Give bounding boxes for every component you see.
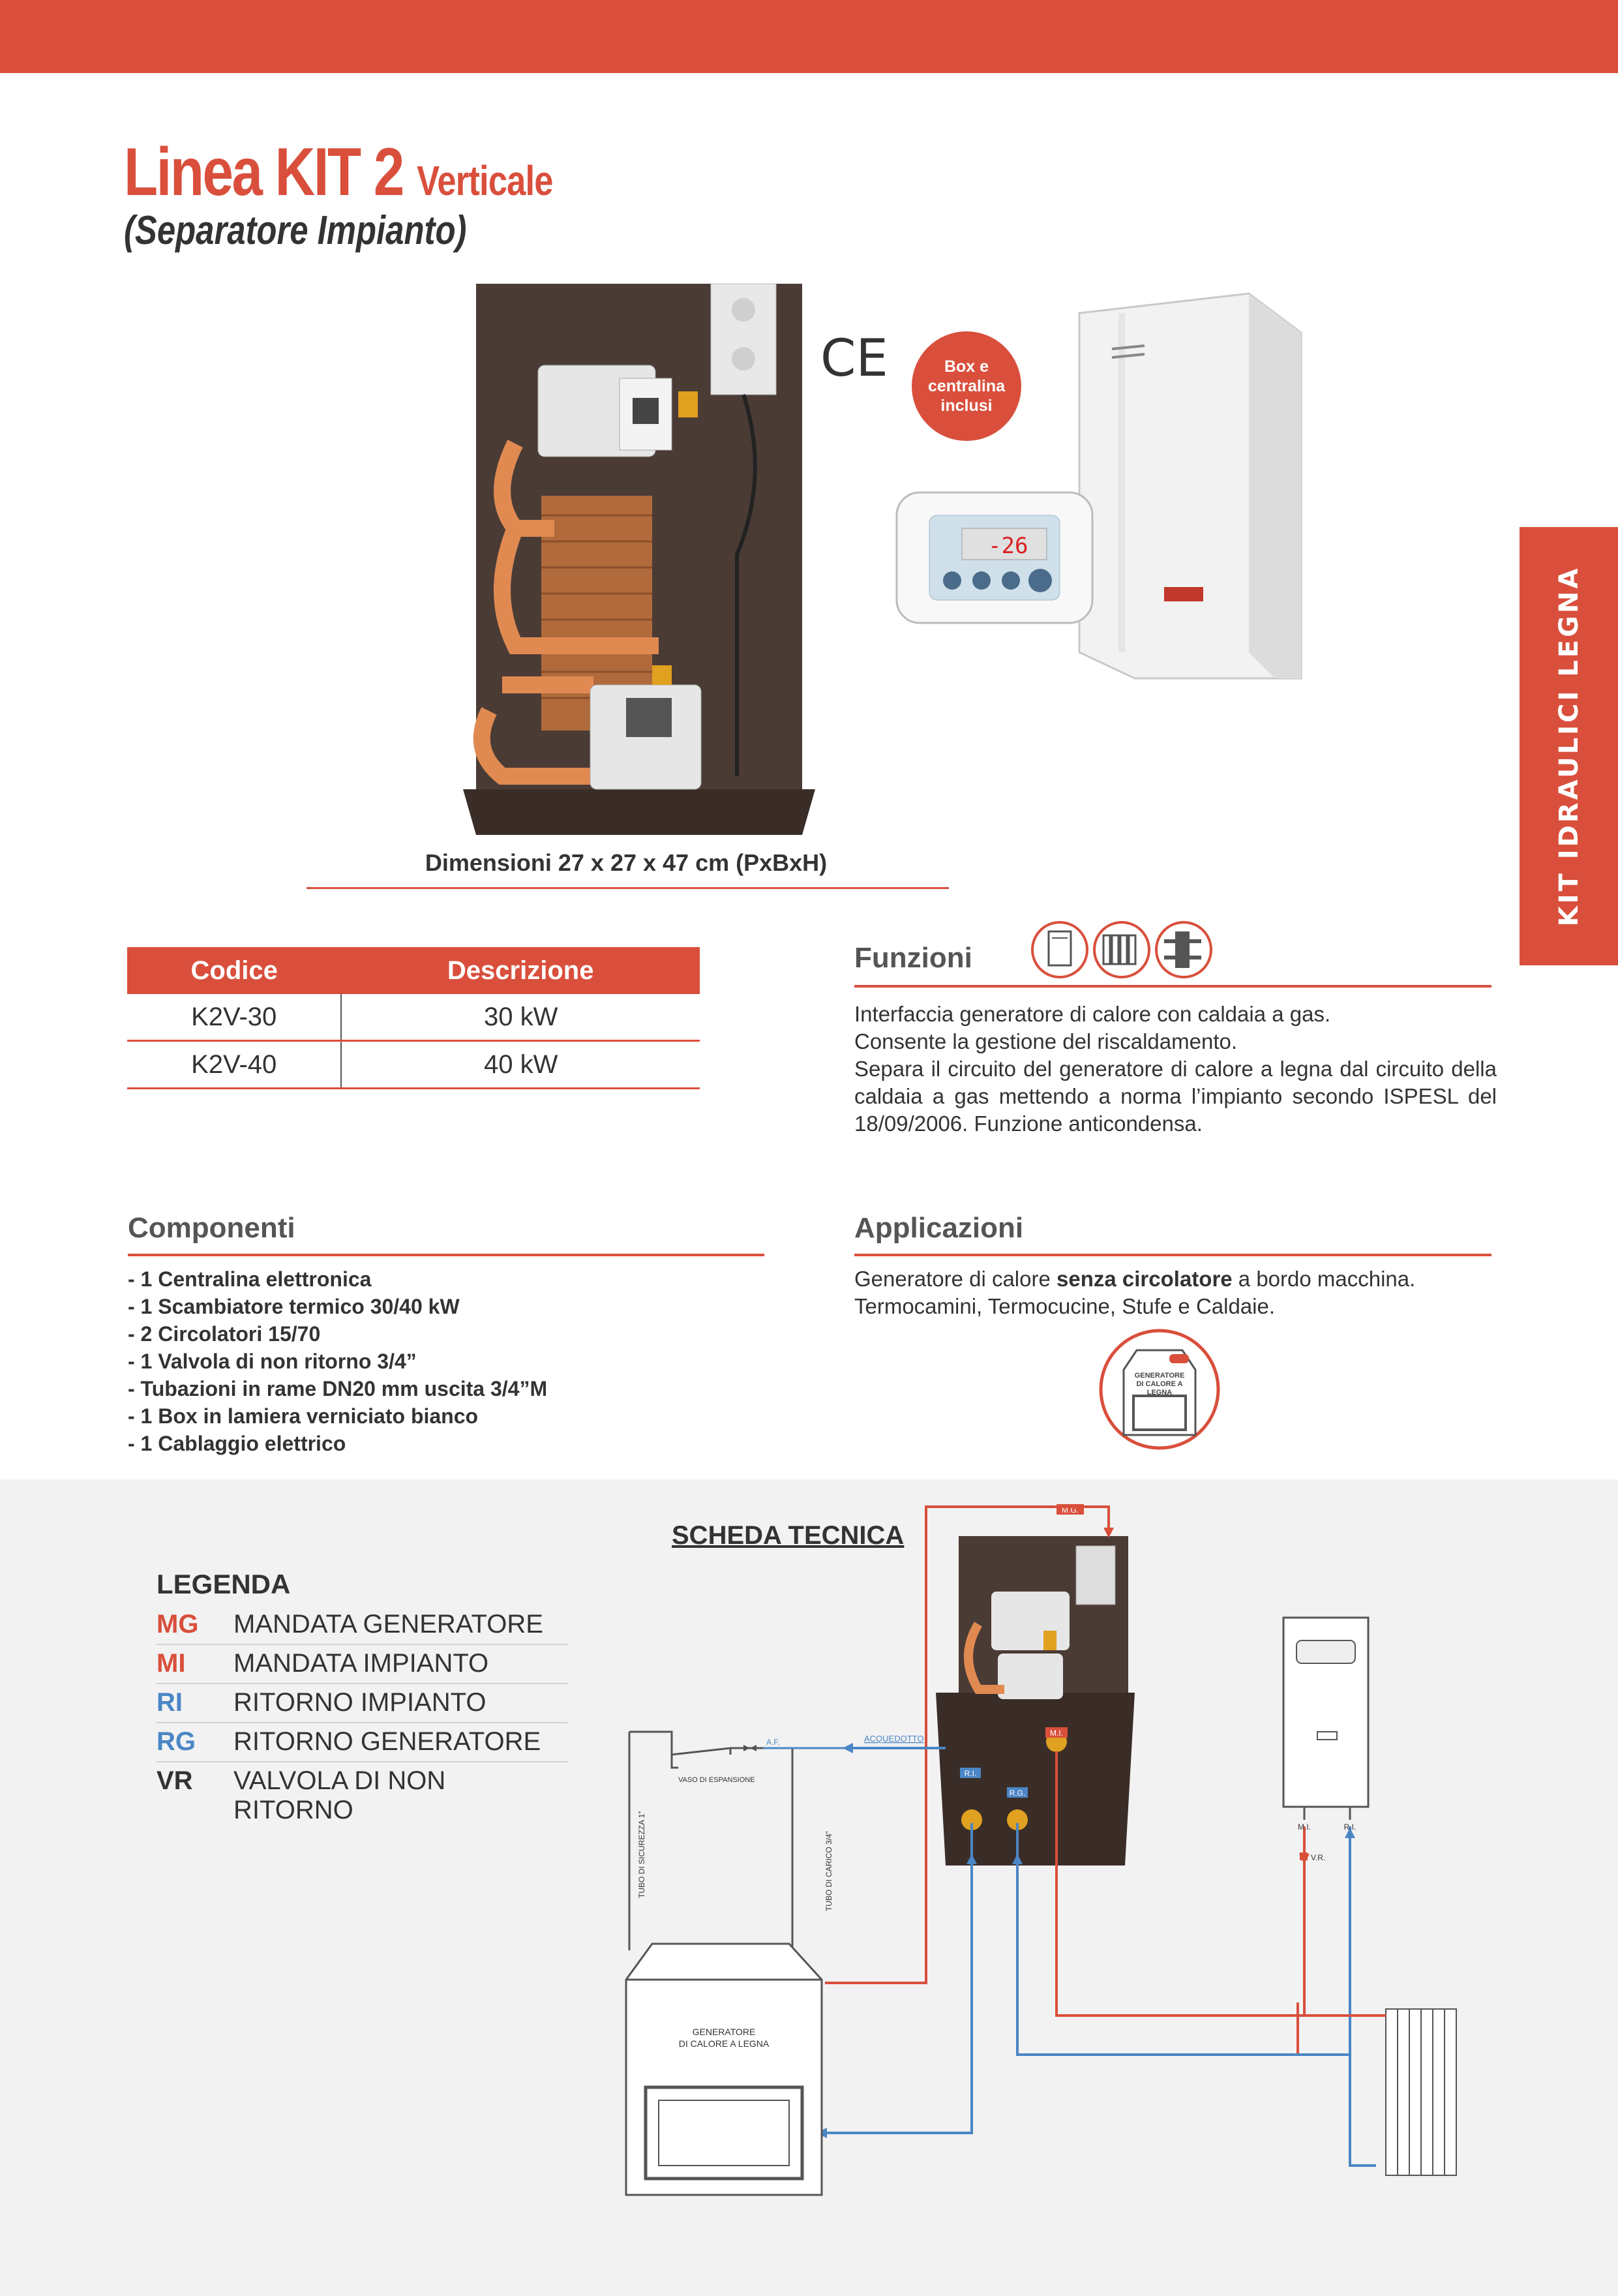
funzioni-line: Interfaccia generatore di calore con cal…	[854, 1002, 1331, 1026]
label-carico: TUBO DI CARICO 3/4”	[824, 1831, 833, 1911]
gas-boiler: M.I. R.I. V.R.	[1282, 1616, 1370, 1862]
applicazioni-heading: Applicazioni	[854, 1212, 1024, 1244]
table-cell-code: K2V-30	[127, 994, 342, 1042]
legend-desc: RITORNO IMPIANTO	[233, 1688, 487, 1717]
list-item: - 2 Circolatori 15/70	[128, 1322, 321, 1346]
funzioni-text: Interfaccia generatore di calore con cal…	[854, 1001, 1497, 1138]
radiator	[1343, 2008, 1457, 2176]
wood-generator: GENERATORE DI CALORE A LEGNA	[625, 1942, 823, 2196]
boiler-icon	[1031, 921, 1088, 978]
dimensions-text: Dimensioni 27 x 27 x 47 cm (PxBxH)	[425, 849, 828, 876]
included-badge: Box e centralina inclusi	[912, 331, 1021, 441]
applicazioni-bold: senza circolatore	[1056, 1267, 1233, 1291]
label-ri: R.I.	[965, 1769, 977, 1778]
kit-box	[936, 1536, 1135, 1865]
side-tab: KIT IDRAULICI LEGNA	[1520, 527, 1618, 965]
side-tab-label: KIT IDRAULICI LEGNA	[1553, 566, 1584, 927]
title-variant: Verticale	[417, 157, 553, 204]
list-item: - 1 Cablaggio elettrico	[128, 1432, 346, 1455]
label-vr: V.R.	[1311, 1853, 1325, 1862]
table-cell-code: K2V-40	[127, 1040, 342, 1089]
legend-row: MG MANDATA GENERATORE	[157, 1605, 567, 1645]
componenti-list: - 1 Centralina elettronica - 1 Scambiato…	[128, 1265, 767, 1457]
page-title: Linea KIT 2 Verticale	[124, 134, 553, 211]
separator-icon	[1155, 921, 1212, 978]
table-row: K2V-40 40 kW	[127, 1040, 700, 1089]
top-banner	[0, 0, 1618, 73]
legend-desc: RITORNO GENERATORE	[233, 1727, 541, 1756]
legend-code: MG	[157, 1610, 199, 1639]
legend-title: LEGENDA	[157, 1569, 291, 1599]
componenti-heading: Componenti	[128, 1212, 295, 1244]
legend-desc: MANDATA IMPIANTO	[233, 1649, 489, 1678]
legend-desc: MANDATA GENERATORE	[233, 1610, 543, 1639]
scheda-tecnica-title: SCHEDA TECNICA	[672, 1521, 905, 1550]
table-cell-description: 30 kW	[341, 994, 700, 1042]
applicazioni-rule	[854, 1254, 1491, 1256]
table-header-row: Codice Descrizione	[127, 947, 700, 994]
page-subtitle: (Separatore Impianto)	[124, 208, 467, 253]
badge-line: centralina	[927, 377, 1006, 395]
applicazioni-text: Generatore di calore senza circolatore a…	[854, 1265, 1497, 1320]
legend-row: RI RITORNO IMPIANTO	[157, 1683, 567, 1723]
dimensions-rule	[307, 887, 949, 889]
badge-line: Box e	[944, 357, 989, 376]
label-ri-boiler: R.I.	[1344, 1822, 1356, 1832]
componenti-rule	[128, 1254, 764, 1256]
product-kit-image	[463, 283, 815, 835]
wood-generator-icon: GENERATORE DI CALORE A LEGNA	[1098, 1324, 1221, 1455]
legend-row: VR VALVOLA DI NON RITORNO	[157, 1761, 567, 1824]
applicazioni-line: Generatore di calore senza circolatore a…	[854, 1265, 1497, 1293]
list-item: - 1 Box in lamiera verniciato bianco	[128, 1404, 479, 1428]
legend-code: MI	[157, 1649, 186, 1678]
hydraulic-schematic: M.G. M.I. R.I. R.G. A.F. ACQUEDOTTO VASO…	[625, 1504, 1457, 2196]
generator-label: GENERATORE	[693, 2027, 756, 2037]
ce-mark: CE	[820, 329, 888, 388]
code-table: Codice Descrizione K2V-30 30 kW K2V-40 4…	[127, 947, 700, 1089]
badge-line: inclusi	[940, 397, 993, 415]
label-mi-boiler: M.I.	[1298, 1822, 1311, 1832]
funzioni-line: Separa il circuito del generatore di cal…	[854, 1057, 1497, 1136]
table-row: K2V-30 30 kW	[127, 994, 700, 1042]
label-vaso: VASO DI ESPANSIONE	[678, 1776, 755, 1784]
function-icons	[1031, 921, 1212, 978]
icon-label: DI CALORE A LEGNA	[1136, 1380, 1183, 1397]
funzioni-line: Consente la gestione del riscaldamento.	[854, 1029, 1238, 1053]
applicazioni-line1-pre: Generatore di calore	[854, 1267, 1057, 1291]
legend-code: VR	[157, 1766, 193, 1795]
box-controller-image: -26	[895, 292, 1302, 680]
funzioni-rule	[854, 985, 1491, 988]
legend-code: RG	[157, 1727, 196, 1756]
title-main: Linea KIT 2	[124, 134, 404, 210]
label-af: A.F.	[766, 1738, 780, 1747]
svg-text:-26: -26	[988, 533, 1028, 559]
label-acquedotto: ACQUEDOTTO	[864, 1734, 924, 1744]
list-item: - 1 Valvola di non ritorno 3/4”	[128, 1350, 417, 1373]
icon-label: GENERATORE	[1134, 1372, 1185, 1380]
label-rg: R.G.	[1010, 1789, 1026, 1798]
funzioni-heading: Funzioni	[854, 942, 972, 974]
legend-row: RG RITORNO GENERATORE	[157, 1722, 567, 1762]
label-mi: M.I.	[1050, 1729, 1063, 1738]
legend-desc: VALVOLA DI NON RITORNO	[233, 1766, 446, 1824]
legend-code: RI	[157, 1688, 183, 1717]
list-item: - 1 Scambiatore termico 30/40 kW	[128, 1295, 460, 1318]
applicazioni-line: Termocamini, Termocucine, Stufe e Caldai…	[854, 1294, 1276, 1318]
table-header-code: Codice	[127, 947, 342, 994]
list-item: - Tubazioni in rame DN20 mm uscita 3/4”M	[128, 1377, 548, 1400]
label-sicurezza: TUBO DI SICUREZZA 1”	[637, 1811, 646, 1898]
legend-row: MI MANDATA IMPIANTO	[157, 1644, 567, 1684]
applicazioni-line1-post: a bordo macchina.	[1232, 1267, 1416, 1291]
table-header-description: Descrizione	[341, 947, 700, 994]
table-cell-description: 40 kW	[341, 1040, 700, 1089]
radiator-icon	[1093, 921, 1150, 978]
generator-label: DI CALORE A LEGNA	[679, 2038, 770, 2049]
list-item: - 1 Centralina elettronica	[128, 1267, 372, 1291]
